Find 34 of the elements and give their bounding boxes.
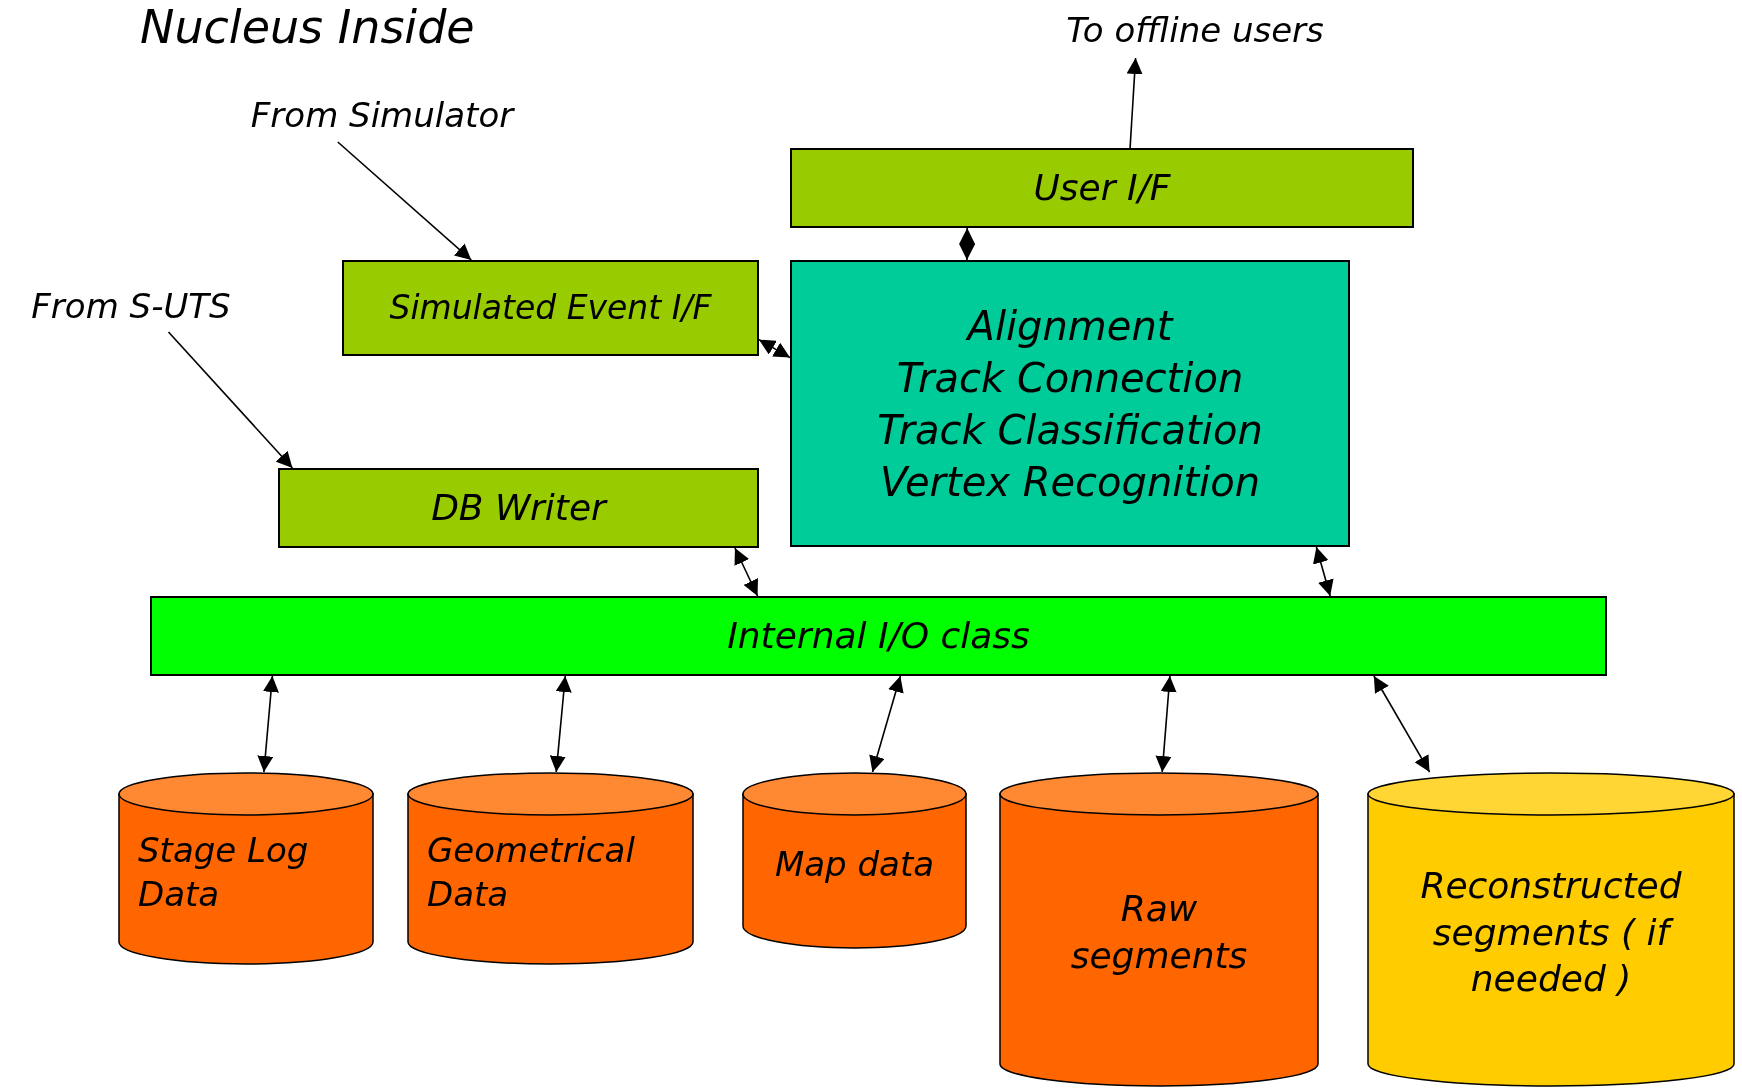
- box-label: Alignment: [967, 301, 1173, 351]
- box-label: Simulated Event I/F: [389, 286, 712, 329]
- arrow: [337, 141, 473, 261]
- box-label: DB Writer: [431, 485, 606, 530]
- box-label: User I/F: [1033, 165, 1171, 210]
- cylinder-label: Geometrical Data: [427, 828, 636, 916]
- process-box: [278, 468, 759, 548]
- box-label: Track Classification: [877, 405, 1263, 455]
- diagram-title: Nucleus Inside: [140, 0, 475, 54]
- arrow: [1313, 546, 1334, 597]
- arrow: [869, 675, 904, 773]
- box-label: Internal I/O class: [727, 613, 1030, 658]
- arrow: [549, 675, 572, 773]
- arrow: [1126, 57, 1143, 149]
- arrow: [1373, 675, 1431, 773]
- cylinder-label: Reconstructed segments ( if needed ): [1419, 863, 1683, 1002]
- arrow: [758, 338, 791, 359]
- cylinder-label: Stage Log Data: [138, 828, 310, 916]
- arrow: [1155, 675, 1177, 773]
- box-label: Vertex Recognition: [879, 457, 1261, 507]
- process-box: [150, 596, 1607, 676]
- box-label: Track Connection: [896, 353, 1244, 403]
- cylinder-label: Raw segments: [1069, 887, 1249, 978]
- annotation-label: To offline users: [1066, 8, 1324, 52]
- annotation-label: From Simulator: [250, 93, 514, 137]
- arrow: [257, 675, 279, 773]
- process-box: [790, 148, 1414, 228]
- arrow: [734, 547, 759, 597]
- arrow: [167, 331, 294, 469]
- process-box: [342, 260, 759, 356]
- annotation-label: From S-UTS: [31, 284, 231, 328]
- cylinder-label: Map data: [774, 842, 935, 886]
- process-box: [790, 260, 1350, 547]
- arrow: [959, 227, 976, 261]
